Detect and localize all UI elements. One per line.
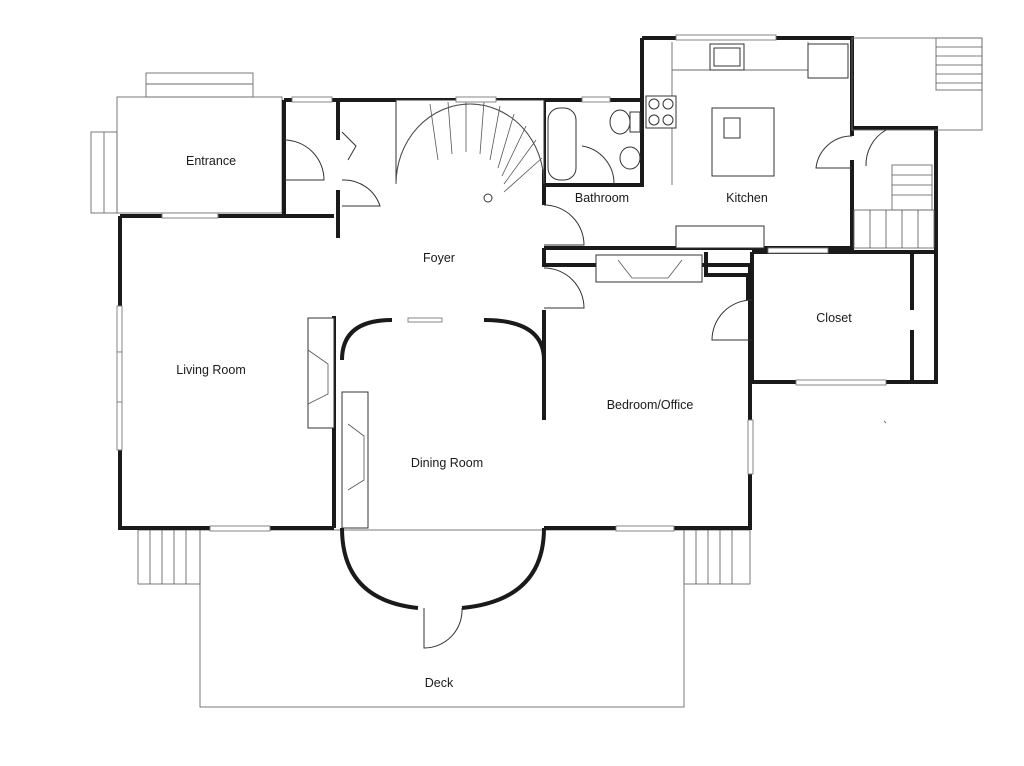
label-dining-room: Dining Room	[411, 456, 483, 470]
fireplace-living	[307, 317, 335, 429]
kitchen-fixtures	[645, 42, 849, 249]
label-deck: Deck	[425, 676, 454, 690]
back-stairs	[851, 37, 983, 249]
small-mark	[883, 420, 887, 424]
deck-steps-right	[683, 529, 751, 585]
fireplace-dining	[341, 391, 369, 529]
room-labels: Entrance Foyer Bathroom Kitchen Closet L…	[176, 154, 852, 690]
spiral-staircase	[395, 99, 545, 203]
doors	[283, 129, 887, 649]
entrance-porch	[90, 72, 283, 214]
label-entrance: Entrance	[186, 154, 236, 168]
label-foyer: Foyer	[423, 251, 455, 265]
label-closet: Closet	[816, 311, 852, 325]
label-bathroom: Bathroom	[575, 191, 629, 205]
windows	[116, 34, 887, 532]
label-kitchen: Kitchen	[726, 191, 768, 205]
label-living-room: Living Room	[176, 363, 245, 377]
label-bedroom-office: Bedroom/Office	[607, 398, 694, 412]
fireplace-bedroom	[595, 254, 703, 283]
dining-curved-walls	[340, 318, 546, 610]
deck-steps-left	[137, 529, 201, 585]
bathroom-fixtures	[547, 107, 641, 181]
